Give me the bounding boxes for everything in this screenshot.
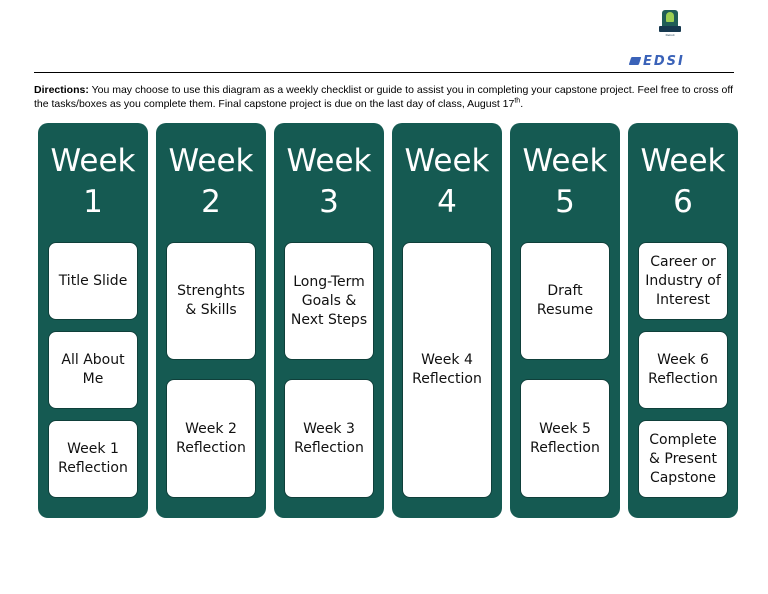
week-label: Week <box>404 143 490 179</box>
week-column-5: Week 5 Draft Resume Week 5 Reflection <box>510 123 620 518</box>
task-box[interactable]: Week 5 Reflection <box>520 379 610 498</box>
edsi-text: EDSI <box>643 53 685 69</box>
crest-band <box>659 26 681 32</box>
week-label: Week <box>640 143 726 179</box>
crest-logo: Detroit <box>655 8 685 44</box>
crest-figure-icon <box>666 12 674 22</box>
week-column-1: Week 1 Title Slide All About Me Week 1 R… <box>38 123 148 518</box>
week-number: 1 <box>83 184 103 220</box>
week-label: Week <box>286 143 372 179</box>
task-box[interactable]: Career or Industry of Interest <box>638 242 728 320</box>
week-column-2: Week 2 Strenghts & Skills Week 2 Reflect… <box>156 123 266 518</box>
edsi-logo: EDSI <box>628 53 706 69</box>
week-heading: Week 2 <box>156 141 266 223</box>
week-label: Week <box>168 143 254 179</box>
task-box[interactable]: Week 3 Reflection <box>284 379 374 498</box>
week-number: 4 <box>437 184 457 220</box>
week-column-6: Week 6 Career or Industry of Interest We… <box>628 123 738 518</box>
week-number: 3 <box>319 184 339 220</box>
crest-caption: Detroit <box>665 33 675 37</box>
week-column-4: Week 4 Week 4 Reflection <box>392 123 502 518</box>
week-number: 6 <box>673 184 693 220</box>
week-number: 2 <box>201 184 221 220</box>
task-box[interactable]: Week 1 Reflection <box>48 420 138 498</box>
task-box[interactable]: Draft Resume <box>520 242 610 360</box>
directions-paragraph: Directions: You may choose to use this d… <box>34 83 736 111</box>
week-heading: Week 3 <box>274 141 384 223</box>
task-box[interactable]: Week 4 Reflection <box>402 242 492 498</box>
task-box[interactable]: Title Slide <box>48 242 138 320</box>
directions-text: You may choose to use this diagram as a … <box>34 84 733 110</box>
directions-text-end: . <box>520 98 524 110</box>
header-divider <box>34 72 734 73</box>
week-number: 5 <box>555 184 575 220</box>
task-box[interactable]: Long-Term Goals & Next Steps <box>284 242 374 360</box>
directions-label: Directions: <box>34 84 89 96</box>
week-label: Week <box>522 143 608 179</box>
task-box[interactable]: Strenghts & Skills <box>166 242 256 360</box>
week-heading: Week 4 <box>392 141 502 223</box>
week-column-3: Week 3 Long-Term Goals & Next Steps Week… <box>274 123 384 518</box>
task-box[interactable]: Week 2 Reflection <box>166 379 256 498</box>
week-heading: Week 6 <box>628 141 738 223</box>
task-box[interactable]: Week 6 Reflection <box>638 331 728 409</box>
task-box[interactable]: All About Me <box>48 331 138 409</box>
logo-block: Detroit EDSI <box>628 8 710 70</box>
week-label: Week <box>50 143 136 179</box>
directions-superscript: th <box>514 97 521 105</box>
week-heading: Week 1 <box>38 141 148 223</box>
task-box[interactable]: Complete & Present Capstone <box>638 420 728 498</box>
edsi-mark-icon <box>628 57 642 65</box>
week-heading: Week 5 <box>510 141 620 223</box>
